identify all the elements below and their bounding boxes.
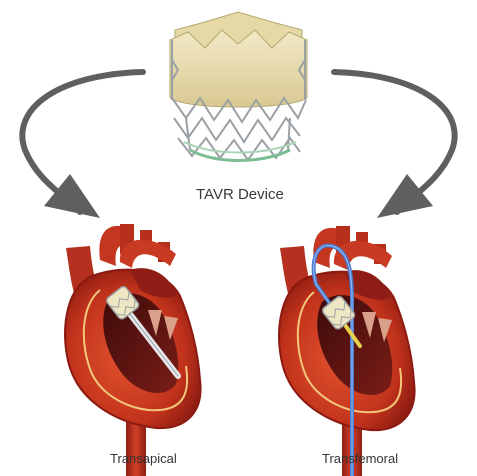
tavr-valve-stent-icon xyxy=(169,11,308,162)
transapical-label: Transapical xyxy=(110,451,177,466)
transfemoral-label: Transfemoral xyxy=(322,451,399,466)
heart-transapical-cross-section-icon xyxy=(64,224,202,476)
heart-transfemoral-cross-section-icon xyxy=(278,226,416,476)
curved-arrow-icon xyxy=(331,69,458,218)
device-label: TAVR Device xyxy=(196,186,284,203)
curved-arrow-icon xyxy=(19,69,146,218)
